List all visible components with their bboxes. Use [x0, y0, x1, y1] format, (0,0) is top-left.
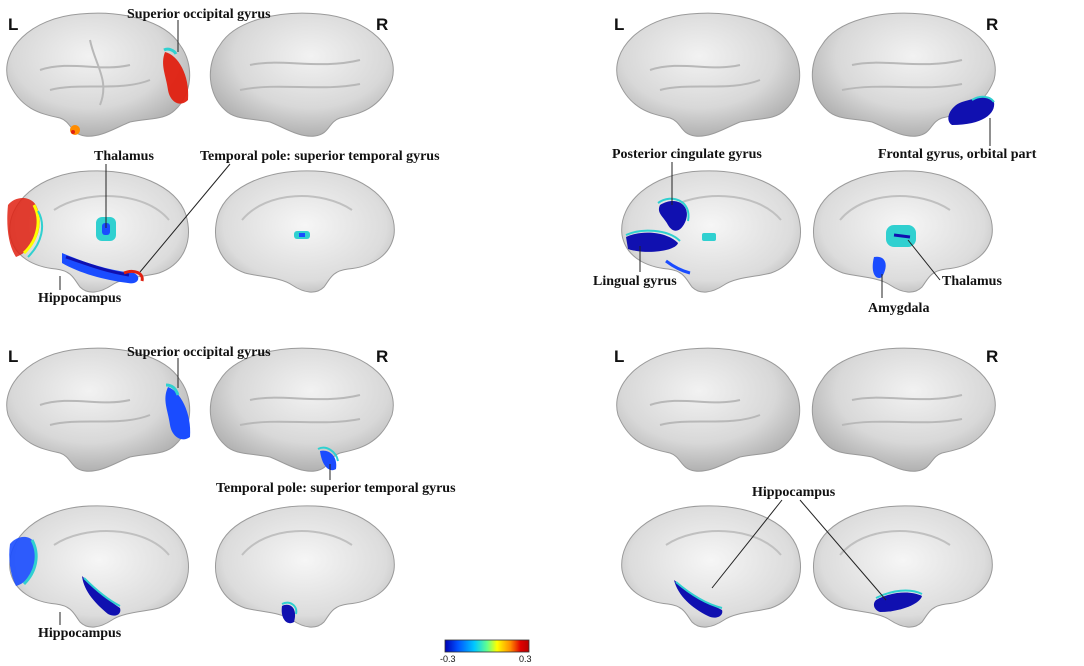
panel-1-label-temporal-pole: Temporal pole: superior temporal gyrus [200, 149, 440, 164]
panel-4-left-side-label: L [614, 347, 624, 366]
panel-1-right-medial-brain [215, 170, 395, 293]
panel-2-left-lateral-brain [616, 12, 801, 137]
panel-4: L R Hippocampus [614, 347, 998, 628]
colorbar-max-label: 0.3 [519, 654, 532, 664]
panel-3-label-hippocampus: Hippocampus [38, 626, 122, 641]
panel-2-lingual-activation [626, 232, 678, 252]
panel-2-left-side-label: L [614, 15, 624, 34]
panel-4-left-medial-brain [621, 505, 801, 628]
panel-2-label-frontal-orbital: Frontal gyrus, orbital part [878, 147, 1037, 162]
panel-2-amygdala-activation [872, 256, 886, 279]
panel-3-temporal-pole-activation [320, 450, 337, 471]
panel-1-left-side-label: L [8, 15, 18, 34]
panel-4-right-side-label: R [986, 347, 998, 366]
colorbar-min-label: -0.3 [440, 654, 456, 664]
panel-2: L R Posterior [593, 12, 1037, 316]
panel-4-right-lateral-brain [811, 347, 996, 472]
panel-2-label-posterior-cingulate: Posterior cingulate gyrus [612, 147, 762, 162]
panel-3-right-hippocampus-activation [281, 604, 296, 624]
panel-4-left-lateral-brain [616, 347, 801, 472]
panel-3-left-lateral-brain [6, 347, 191, 472]
panel-3-label-temporal-pole: Temporal pole: superior temporal gyrus [216, 481, 456, 496]
panel-1-label-superior-occipital: Superior occipital gyrus [127, 7, 271, 22]
panel-2-right-lateral-brain [811, 12, 996, 137]
panel-3: L R Superior occipita [6, 345, 456, 641]
colorbar-gradient [444, 639, 530, 653]
panel-2-right-side-label: R [986, 15, 998, 34]
panel-2-right-medial-brain [813, 170, 993, 293]
panel-2-posterior-cingulate-activation [658, 200, 687, 231]
colorbar: -0.3 0.3 [440, 639, 532, 664]
panel-3-occipital-medial-activation [9, 536, 37, 586]
panel-3-right-side-label: R [376, 347, 388, 366]
panel-1-label-hippocampus: Hippocampus [38, 291, 122, 306]
panel-2-label-lingual: Lingual gyrus [593, 274, 677, 289]
panel-3-left-side-label: L [8, 347, 18, 366]
panel-4-right-medial-brain [813, 505, 993, 628]
panel-2-label-amygdala: Amygdala [868, 301, 929, 316]
panel-4-label-hippocampus: Hippocampus [752, 485, 836, 500]
panel-3-right-lateral-brain [209, 347, 394, 472]
panel-1-right-side-label: R [376, 15, 388, 34]
panel-1-left-lateral-brain [6, 12, 191, 137]
panel-1-occipital-activation [163, 52, 189, 104]
panel-1-left-medial-brain [7, 170, 189, 293]
panel-3-left-medial-brain [9, 505, 189, 628]
panel-2-left-medial-brain [621, 170, 801, 293]
panel-1: L R [6, 7, 440, 306]
panel-3-right-medial-brain [215, 505, 395, 628]
panel-2-frontal-orbital-activation [948, 96, 995, 125]
panel-1-label-thalamus: Thalamus [94, 149, 154, 164]
panel-3-label-superior-occipital: Superior occipital gyrus [127, 345, 271, 360]
panel-4-right-hippocampus-activation [873, 592, 922, 612]
panel-3-occipital-activation [165, 387, 191, 440]
panel-2-label-thalamus: Thalamus [942, 274, 1002, 289]
panel-1-right-lateral-brain [209, 12, 394, 137]
